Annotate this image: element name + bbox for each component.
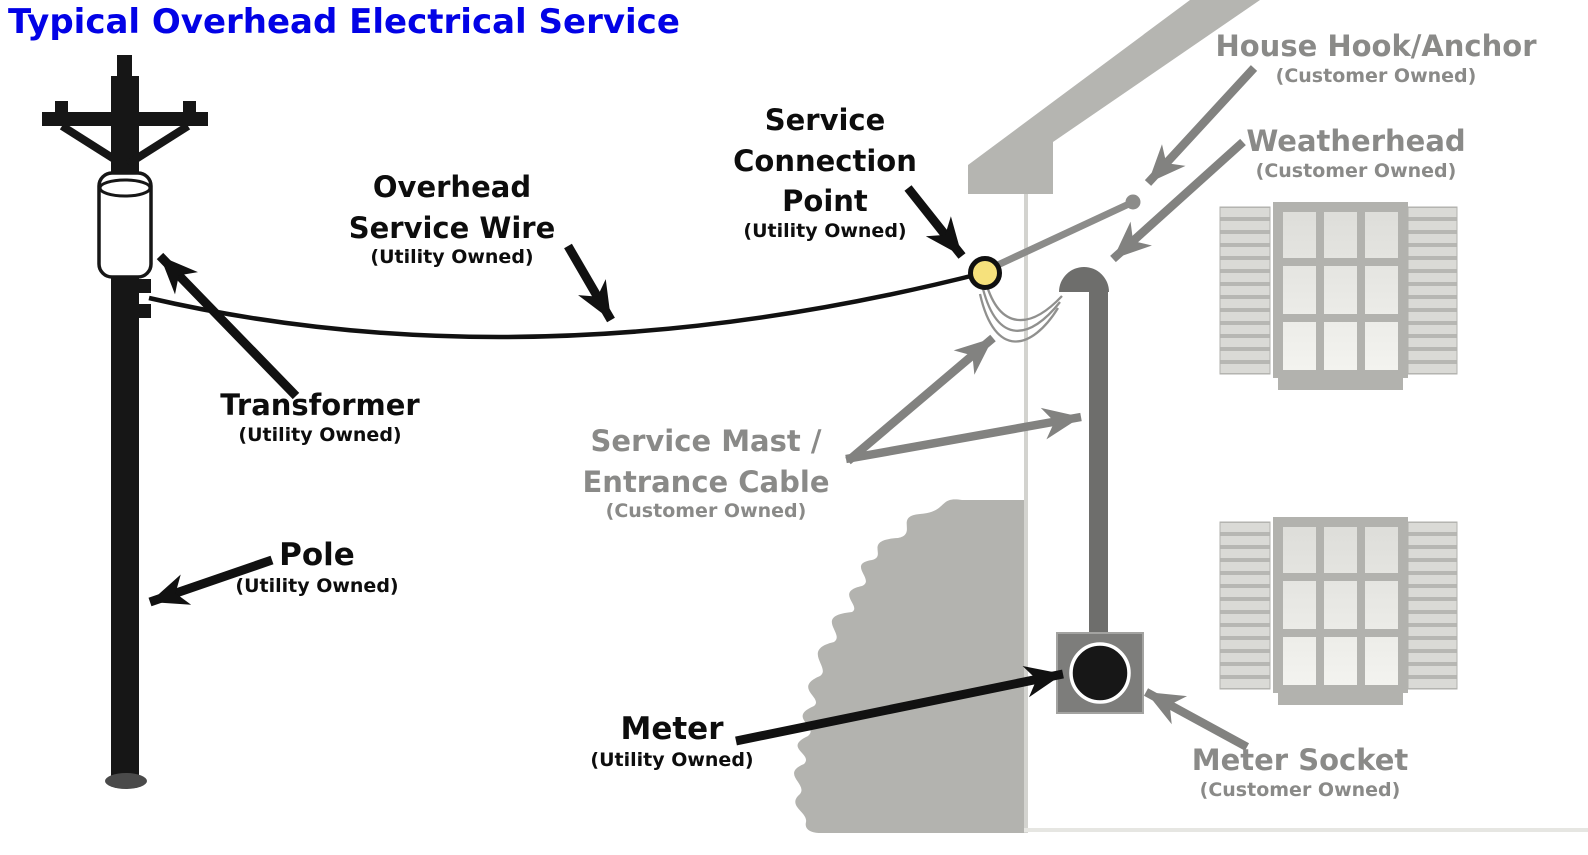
label-service-mast: Service Mast / Entrance Cable (Customer … bbox=[566, 421, 846, 523]
arrow-service-mast-to-cable bbox=[845, 407, 1082, 464]
arrow-weatherhead bbox=[1110, 138, 1246, 263]
label-overhead-service-wire: Overhead Service Wire (Utility Owned) bbox=[332, 167, 572, 269]
drip-loop-wires bbox=[978, 282, 1063, 343]
service-connection-point-owner: (Utility Owned) bbox=[743, 219, 907, 242]
bush bbox=[794, 499, 1024, 833]
transformer-name: Transformer bbox=[220, 388, 420, 422]
label-transformer: Transformer (Utility Owned) bbox=[160, 385, 480, 446]
label-pole: Pole (Utility Owned) bbox=[187, 534, 447, 598]
window-lower bbox=[1219, 516, 1458, 706]
house-hook-owner: (Customer Owned) bbox=[1275, 64, 1477, 87]
weatherhead-graphic bbox=[1059, 267, 1109, 292]
ground-line bbox=[1013, 828, 1588, 832]
arrow-overhead-service-wire bbox=[564, 243, 615, 323]
gray-arrows bbox=[845, 65, 1258, 751]
overhead-service-wire-owner: (Utility Owned) bbox=[370, 246, 534, 269]
meter-name: Meter bbox=[620, 711, 724, 747]
weatherhead-owner: (Customer Owned) bbox=[1255, 159, 1457, 182]
transformer-owner: (Utility Owned) bbox=[238, 423, 402, 446]
house-roof bbox=[968, 0, 1260, 194]
black-arrows bbox=[148, 185, 1064, 746]
transformer-cylinder bbox=[97, 171, 153, 279]
arrow-service-connection-point bbox=[904, 185, 966, 259]
pole-owner: (Utility Owned) bbox=[235, 575, 399, 598]
overhead-service-wire-line bbox=[148, 270, 984, 340]
meter-socket-owner: (Customer Owned) bbox=[1199, 778, 1401, 801]
pole-name: Pole bbox=[279, 537, 355, 573]
window-upper bbox=[1219, 201, 1458, 391]
arrow-house-hook bbox=[1144, 65, 1258, 186]
service-mast-owner: (Customer Owned) bbox=[605, 500, 807, 523]
meter-socket-name: Meter Socket bbox=[1191, 743, 1409, 777]
label-service-connection-point: Service Connection Point (Utility Owned) bbox=[725, 100, 925, 243]
crossarm-brace-left bbox=[59, 122, 125, 168]
entrance-cable bbox=[1089, 288, 1108, 638]
arrow-meter-socket bbox=[1143, 688, 1250, 751]
service-connection-point-name: Service Connection Point bbox=[733, 103, 917, 219]
label-house-hook: House Hook/Anchor (Customer Owned) bbox=[1166, 26, 1586, 87]
label-weatherhead: Weatherhead (Customer Owned) bbox=[1196, 121, 1516, 182]
crossarm-brace-right bbox=[125, 122, 191, 168]
crossarm-peg-right bbox=[183, 101, 196, 113]
service-connection-point-dot bbox=[968, 256, 1002, 290]
arrow-meter bbox=[735, 665, 1064, 746]
wire-bracket-lower bbox=[139, 304, 151, 318]
arrow-service-mast-to-loop bbox=[845, 334, 996, 465]
house-hook-dot bbox=[1125, 194, 1141, 210]
service-mast-name: Service Mast / Entrance Cable bbox=[582, 424, 830, 499]
house-hook-name: House Hook/Anchor bbox=[1215, 29, 1537, 63]
crossarm bbox=[42, 112, 208, 126]
pole-top-peg bbox=[117, 55, 132, 79]
transformer-cap bbox=[98, 178, 152, 198]
page-title: Typical Overhead Electrical Service bbox=[8, 2, 680, 42]
arrow-pole bbox=[148, 555, 274, 607]
wire-bracket-upper bbox=[139, 279, 151, 293]
weatherhead-name: Weatherhead bbox=[1246, 124, 1466, 158]
overhead-service-wire-name: Overhead Service Wire bbox=[348, 170, 556, 245]
house-wall-line bbox=[1024, 194, 1028, 833]
meter-circle bbox=[1069, 642, 1131, 704]
arrow-transformer bbox=[156, 252, 300, 400]
crossarm-peg-left bbox=[55, 101, 68, 113]
pole-base bbox=[105, 773, 147, 789]
meter-owner: (Utility Owned) bbox=[590, 749, 754, 772]
hook-wire bbox=[985, 199, 1133, 274]
label-meter: Meter (Utility Owned) bbox=[542, 708, 802, 772]
label-meter-socket: Meter Socket (Customer Owned) bbox=[1130, 740, 1470, 801]
